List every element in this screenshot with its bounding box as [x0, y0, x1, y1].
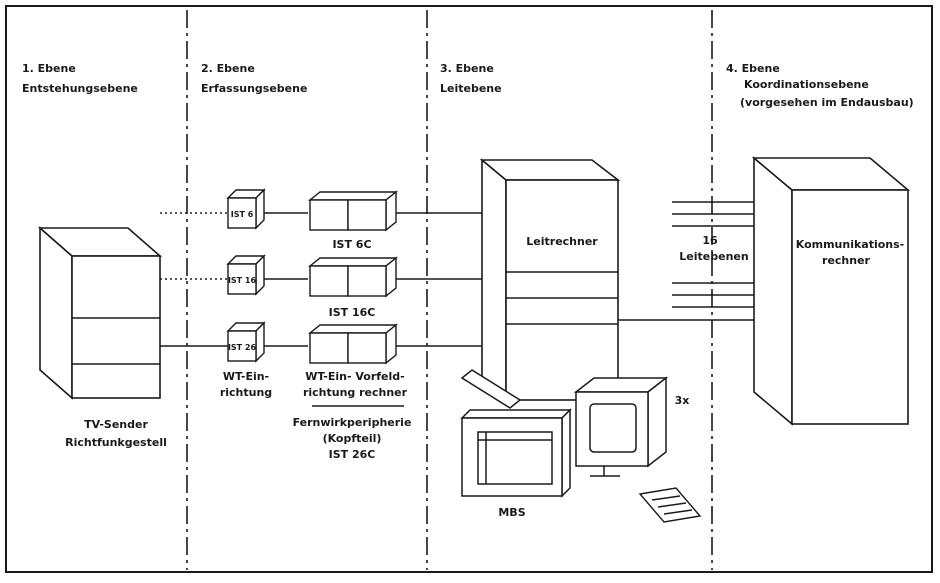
terminal-count-label: 3x	[675, 394, 690, 407]
tv-sender-cabinet	[37, 226, 163, 400]
level-2-name: Erfassungsebene	[201, 82, 307, 95]
fernwirkperipherie-label: Fernwirkperipherie	[293, 416, 412, 429]
kopfteil-label: (Kopfteil)	[323, 432, 382, 445]
richtfunkgestell-label: Richtfunkgestell	[65, 436, 167, 449]
ist-6-label: IST 6	[231, 210, 254, 219]
level-4-note: (vorgesehen im Endausbau)	[740, 96, 914, 109]
level-3-name: Leitebene	[440, 82, 502, 95]
leitebenen-count: 16	[702, 234, 718, 247]
leitrechner-cabinet	[479, 158, 621, 402]
tv-sender-label: TV-Sender	[84, 418, 148, 431]
ist-6c-label: IST 6C	[332, 238, 371, 251]
kommunikationsrechner-cabinet	[751, 156, 911, 426]
outer-frame	[5, 5, 933, 573]
ist-small-units	[226, 188, 266, 363]
level-1-name: Entstehungsebene	[22, 82, 138, 95]
wt-einrichtung-line1: WT-Ein-	[223, 370, 269, 383]
level-1-number: 1. Ebene	[22, 62, 76, 75]
kommunikationsrechner-line1: Kommunikations-	[796, 238, 905, 251]
leitrechner-label: Leitrechner	[526, 235, 598, 248]
kommunikationsrechner-line2: rechner	[822, 254, 871, 267]
leitebenen-label: Leitebenen	[679, 250, 748, 263]
level-4-number: 4. Ebene	[726, 62, 780, 75]
wt-vorfeld-line2: richtung rechner	[303, 386, 408, 399]
wt-vorfeld-line1: WT-Ein- Vorfeld-	[305, 370, 404, 383]
mbs-label: MBS	[498, 506, 525, 519]
ist-16-label: IST 16	[228, 276, 257, 285]
mbs-printer	[460, 369, 572, 498]
ist-26c-label: IST 26C	[329, 448, 376, 461]
level-3-number: 3. Ebene	[440, 62, 494, 75]
level-separators	[186, 10, 713, 570]
wt-einrichtung-line2: richtung	[220, 386, 272, 399]
ist-c-units	[308, 190, 398, 365]
keyboard	[638, 487, 702, 523]
ist-26-label: IST 26	[228, 343, 257, 352]
terminal-monitor	[573, 376, 669, 477]
level-2-number: 2. Ebene	[201, 62, 255, 75]
level-4-name: Koordinationsebene	[744, 78, 869, 91]
ist-16c-label: IST 16C	[329, 306, 376, 319]
